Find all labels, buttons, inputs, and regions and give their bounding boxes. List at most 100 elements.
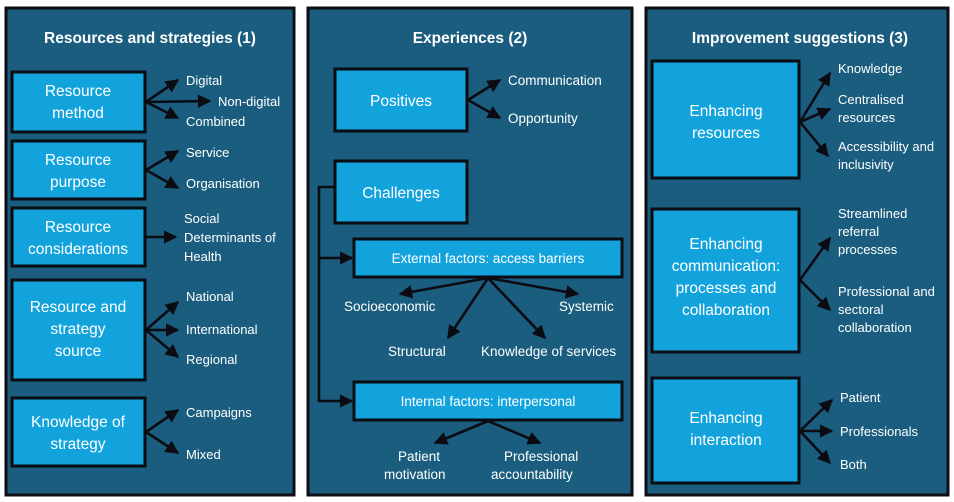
node-resource-considerations[interactable] [10,206,147,268]
panel-2-title: Experiences (2) [413,30,528,47]
leaf-accessibility-and: Accessibility and [838,139,934,154]
node-enh-comm-label-line4: collaboration [682,302,770,319]
leaf-professional-and: Professional and [838,284,935,299]
connector-enh-res-knowledge [798,71,832,123]
node-knowledge-of-strategy[interactable] [10,396,147,468]
node-resource-considerations-label-line2: considerations [28,241,128,258]
node-challenges[interactable] [333,159,469,225]
leaf-social: Social [184,211,220,226]
node-knowledge-strategy-label-line1: Knowledge of [31,414,126,431]
connector-external-structural [446,277,490,340]
leaf-sectoral: sectoral [838,302,884,317]
leaf-patient2: Patient [840,390,881,405]
connector-external-knowledge-of-services [487,277,546,339]
leaf-organisation: Organisation [186,176,260,191]
leaf-opportunity: Opportunity [508,111,578,126]
leaf-regional: Regional [186,352,237,367]
connector-enh-comm-professional [799,279,831,311]
leaf-centralised: Centralised [838,92,904,107]
node-positives-label: Positives [370,93,432,110]
connector-external-systemic [487,276,580,299]
node-enh-comm-label-line1: Enhancing [689,236,762,253]
connector-internal-professional-accountability [487,419,542,445]
node-external-factors[interactable] [352,237,624,279]
connector-enh-int-patient [799,399,833,432]
leaf-resources: resources [838,110,896,125]
leaf-referral: referral [838,224,879,239]
node-enhancing-communication[interactable] [650,207,801,354]
leaf-inclusivity: inclusivity [838,157,894,172]
node-resource-method-label-line1: Resource [45,83,111,100]
connector-source-national [145,301,180,331]
connector-external-socioeconomic [398,276,489,299]
node-challenges-label: Challenges [362,185,440,202]
node-source-label-line2: strategy [50,321,105,338]
node-enhancing-resources[interactable] [650,59,801,180]
connector-knowledge-mixed [145,430,180,455]
connector-resource-purpose-organisation [145,168,180,190]
connector-resource-method-nondigital [145,94,212,108]
leaf-professionals: Professionals [840,424,919,439]
connector-challenges-internal [317,258,354,408]
leaf-streamlined: Streamlined [838,206,907,221]
panel-1-title: Resources and strategies (1) [44,30,256,47]
node-internal-factors[interactable] [352,380,624,422]
node-enh-comm-label-line3: processes and [676,280,777,297]
node-resource-and-strategy-source[interactable] [10,278,147,382]
leaf-determinants-of: Determinants of [184,230,276,245]
panel-3-title: Improvement suggestions (3) [692,30,908,47]
connector-enh-int-both [799,430,831,464]
node-resource-purpose-label-line1: Resource [45,152,111,169]
connector-positives-communication [467,78,502,102]
leaf-mixed: Mixed [186,447,221,462]
connector-source-regional [145,329,180,358]
connector-enh-res-centralised [799,107,832,124]
node-enh-int-label-line1: Enhancing [689,410,762,427]
node-resource-considerations-label-line1: Resource [45,219,111,236]
node-resource-purpose-label-line2: purpose [50,174,106,191]
node-positives[interactable] [333,67,469,133]
leaf-knowledge: Knowledge [838,61,902,76]
connector-positives-opportunity [467,98,502,120]
leaf-knowledge-of-services: Knowledge of services [481,344,616,359]
node-source-label-line3: source [55,343,102,360]
connector-knowledge-campaigns [145,408,180,434]
node-enhancing-resources-label-line1: Enhancing [689,103,762,120]
leaf-health: Health [184,249,222,264]
leaf-processes: processes [838,242,898,257]
node-external-factors-label: External factors: access barriers [392,251,585,266]
node-resource-method[interactable] [10,70,147,134]
leaf-motivation: motivation [384,467,446,482]
leaf-international: International [186,322,258,337]
leaf-communication: Communication [508,73,602,88]
leaf-systemic: Systemic [559,299,614,314]
leaf-combined: Combined [186,114,245,129]
node-resource-method-label-line2: method [52,105,104,122]
node-enh-comm-label-line2: communication: [672,258,781,275]
leaf-service: Service [186,145,229,160]
leaf-non-digital: Non-digital [218,94,280,109]
connector-internal-patient-motivation [433,419,489,445]
leaf-professional: Professional [504,449,578,464]
connector-resource-method-digital [145,78,180,104]
leaf-campaigns: Campaigns [186,405,252,420]
leaf-patient: Patient [398,449,440,464]
leaf-both: Both [840,457,867,472]
node-enhancing-interaction[interactable] [650,376,801,485]
leaf-national: National [186,289,234,304]
node-source-label-line1: Resource and [30,299,127,316]
connector-enh-res-accessibility [798,121,830,158]
leaf-digital: Digital [186,73,222,88]
node-enh-int-label-line2: interaction [690,432,762,449]
leaf-collaboration: collaboration [838,320,912,335]
leaf-socioeconomic: Socioeconomic [344,299,436,314]
connector-resource-method-combined [145,100,180,120]
connector-resource-purpose-service [145,149,180,172]
node-internal-factors-label: Internal factors: interpersonal [401,394,576,409]
leaf-accountability: accountability [491,467,573,482]
node-enhancing-resources-label-line2: resources [692,125,760,142]
leaf-structural: Structural [388,344,446,359]
node-resource-purpose[interactable] [10,139,147,201]
